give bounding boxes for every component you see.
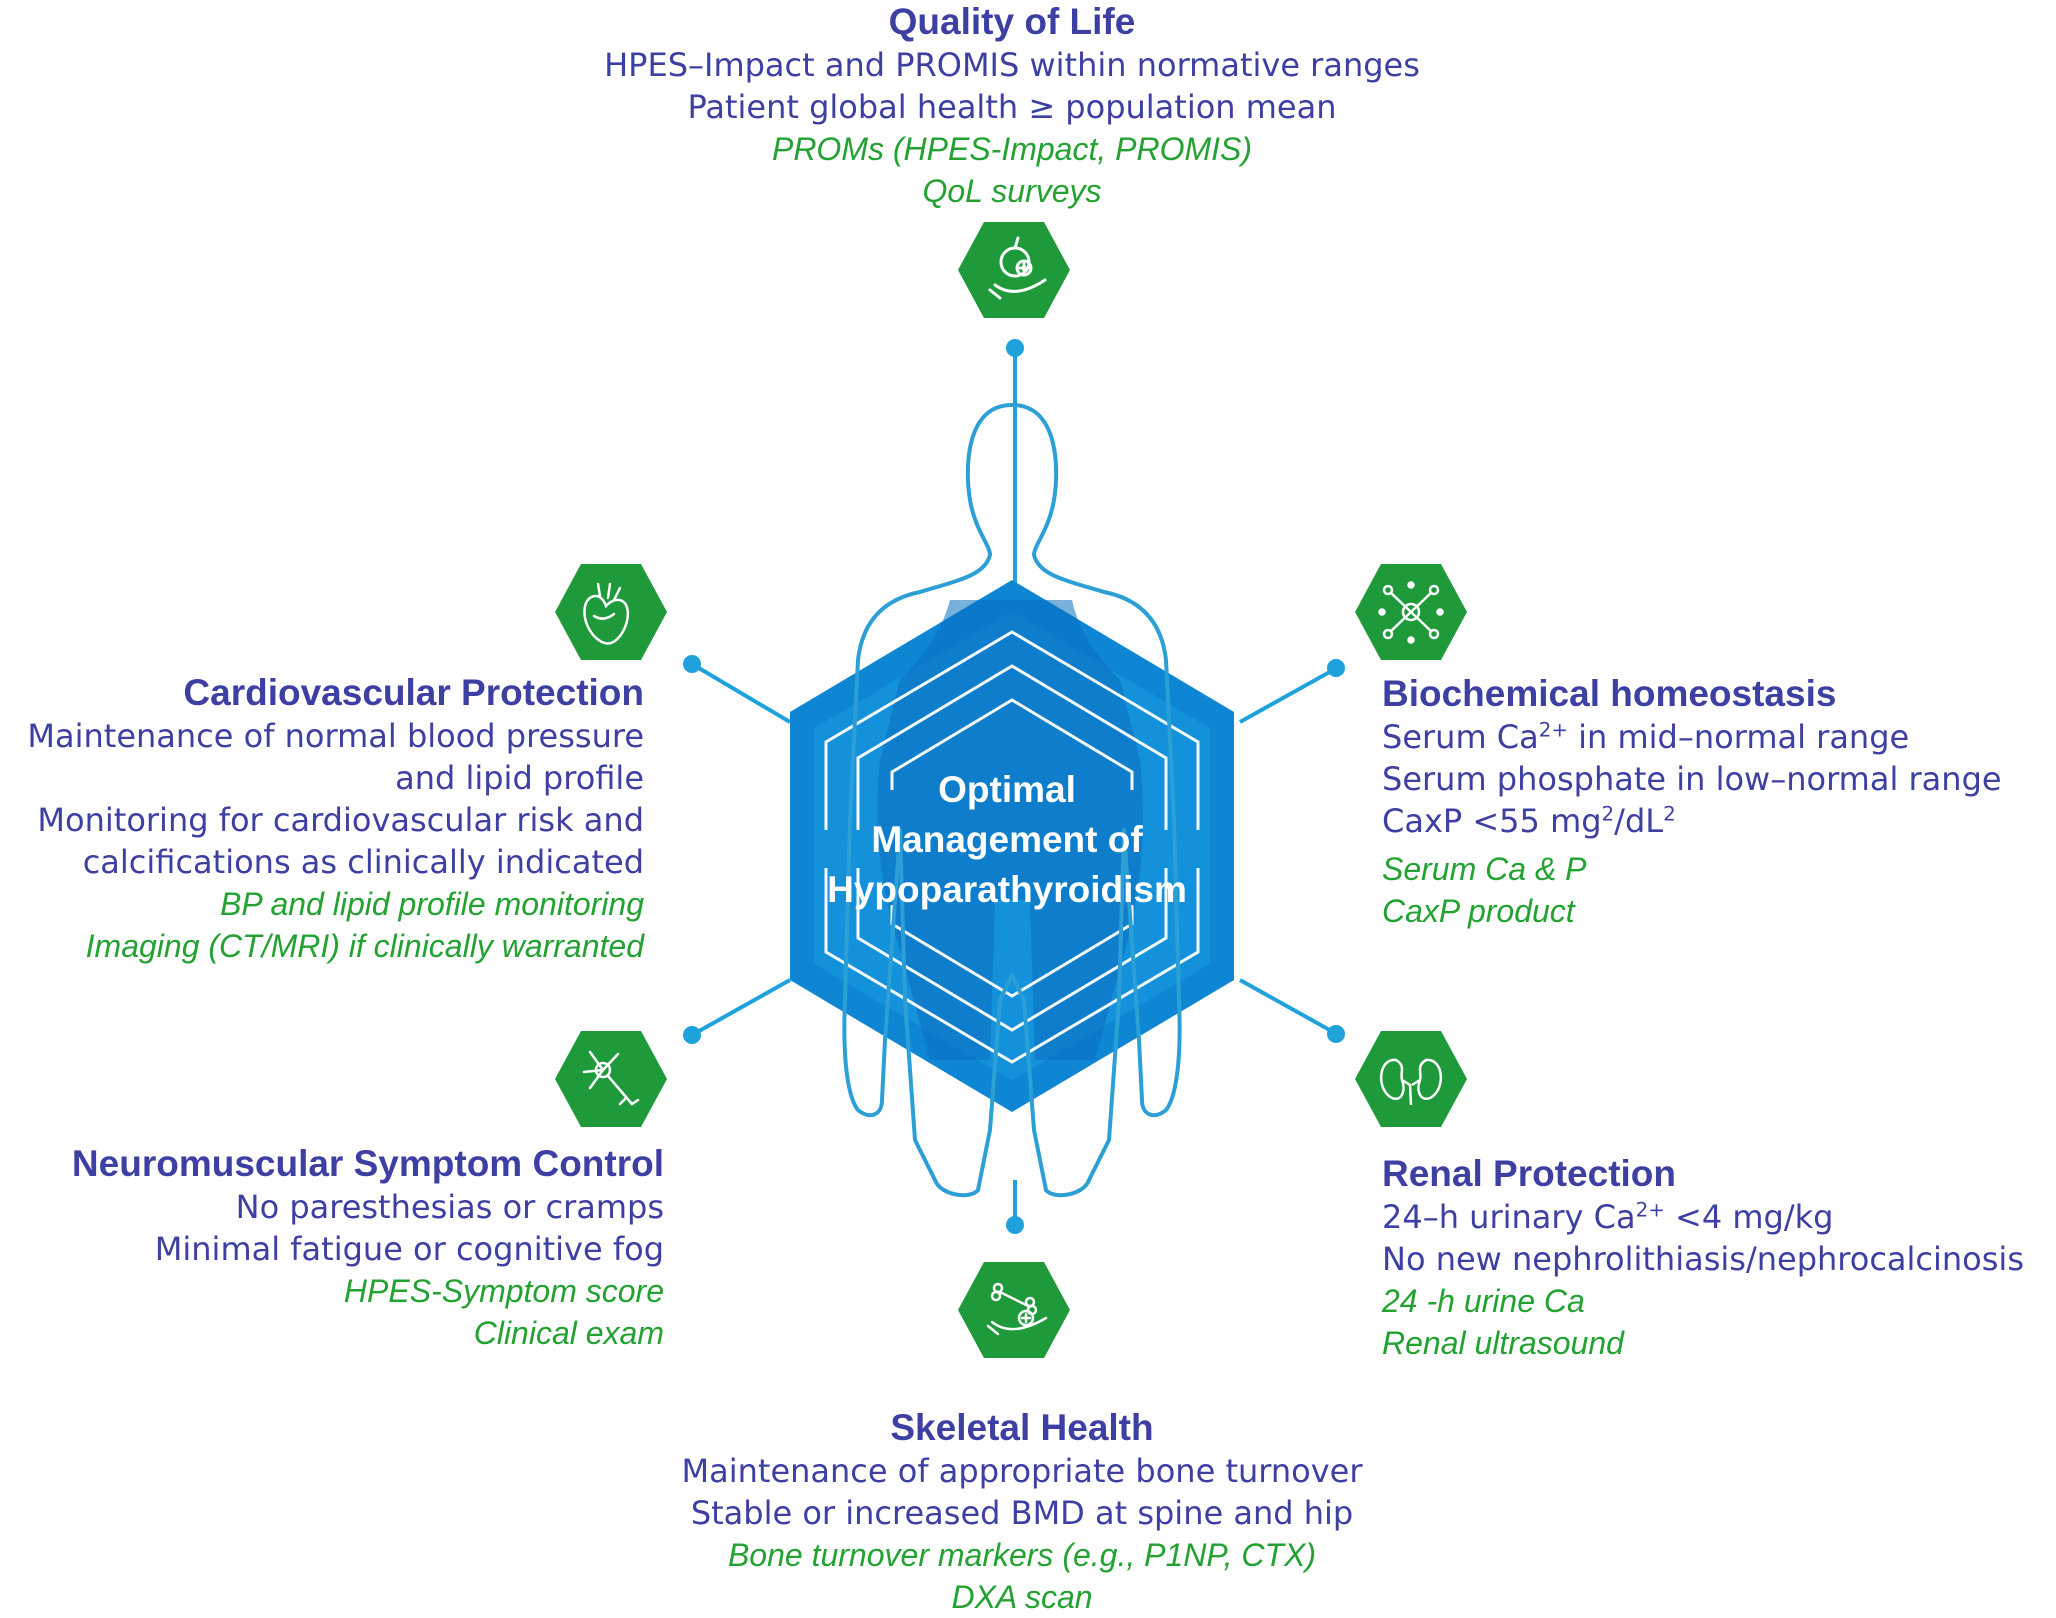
renal-title: Renal Protection	[1382, 1153, 1676, 1194]
neuron-icon	[582, 1050, 640, 1106]
biochemical-criterion: Serum Ca2+ in mid–normal range	[1382, 718, 1910, 756]
heart-icon	[583, 582, 629, 645]
cardiovascular-measure: Imaging (CT/MRI) if clinically warranted	[85, 928, 644, 964]
skeletal-title: Skeletal Health	[890, 1407, 1154, 1448]
core-label-line-3: Hypoparathyroidism	[827, 869, 1187, 910]
neuromuscular-title: Neuromuscular Symptom Control	[71, 1143, 664, 1184]
neuromuscular-block: Neuromuscular Symptom Control No paresth…	[72, 1142, 664, 1354]
core-label-line-1: Optimal	[938, 769, 1076, 810]
renal-criterion: 24–h urinary Ca2+ <4 mg/kg	[1382, 1198, 1834, 1236]
neuromuscular-criterion: No paresthesias or cramps	[235, 1188, 664, 1226]
core-label: Optimal Management of Hypoparathyroidism	[827, 765, 1187, 915]
quality-of-life-title: Quality of Life	[888, 1, 1136, 42]
cardiovascular-measure: BP and lipid profile monitoring	[220, 886, 644, 922]
quality-of-life-measure: QoL surveys	[922, 173, 1102, 209]
icon-hexagons	[555, 222, 1467, 1358]
neuromuscular-measure: HPES-Symptom score	[343, 1273, 664, 1309]
cardiovascular-criterion: calcifications as clinically indicated	[82, 843, 644, 881]
quality-of-life-measure: PROMs (HPES-Impact, PROMIS)	[771, 131, 1253, 167]
renal-measure: Renal ultrasound	[1382, 1325, 1624, 1361]
skeletal-criterion: Maintenance of appropriate bone turnover	[681, 1452, 1363, 1490]
biochemical-measure: Serum Ca & P	[1382, 851, 1587, 887]
renal-block: Renal Protection 24–h urinary Ca2+ <4 mg…	[1382, 1152, 2024, 1364]
renal-measure: 24 -h urine Ca	[1382, 1283, 1585, 1319]
skeletal-measure: DXA scan	[951, 1579, 1093, 1615]
neuromuscular-measure: Clinical exam	[473, 1315, 664, 1351]
renal-criterion: No new nephrolithiasis/nephrocalcinosis	[1382, 1240, 2024, 1278]
quality-of-life-criterion: HPES–Impact and PROMIS within normative …	[604, 46, 1420, 84]
neuromuscular-criterion: Minimal fatigue or cognitive fog	[154, 1230, 664, 1268]
quality-of-life-criterion: Patient global health ≥ population mean	[687, 88, 1337, 126]
core-label-line-2: Management of	[871, 819, 1143, 860]
connector-lines	[690, 348, 1336, 1225]
cardiovascular-title: Cardiovascular Protection	[183, 672, 644, 713]
body-outline	[842, 403, 1182, 1198]
biochemical-criterion: CaxP <55 mg2/dL2	[1382, 802, 1676, 840]
skeletal-criterion: Stable or increased BMD at spine and hip	[690, 1494, 1354, 1532]
body-silhouette-inner	[877, 600, 1143, 1060]
biochemical-block: Biochemical homeostasis Serum Ca2+ in mi…	[1382, 672, 2002, 932]
cardiovascular-criterion: Monitoring for cardiovascular risk and	[37, 801, 644, 839]
biochemical-measure: CaxP product	[1382, 893, 1575, 929]
biochemical-criterion: Serum phosphate in low–normal range	[1382, 760, 2002, 798]
biochemical-title: Biochemical homeostasis	[1382, 673, 1837, 714]
cardiovascular-criterion: and lipid profile	[395, 759, 644, 797]
connector-dots	[683, 339, 1345, 1234]
kidneys-icon	[1379, 1058, 1443, 1106]
molecule-network-icon	[1378, 581, 1444, 644]
quality-of-life-block: Quality of Life HPES–Impact and PROMIS w…	[604, 0, 1420, 212]
cardiovascular-criterion: Maintenance of normal blood pressure	[27, 717, 644, 755]
skeletal-measure: Bone turnover markers (e.g., P1NP, CTX)	[727, 1537, 1317, 1573]
bone-in-hand-icon	[986, 1282, 1048, 1336]
cardiovascular-block: Cardiovascular Protection Maintenance of…	[27, 671, 644, 967]
apple-in-hand-icon	[988, 236, 1047, 300]
skeletal-block: Skeletal Health Maintenance of appropria…	[682, 1406, 1363, 1618]
